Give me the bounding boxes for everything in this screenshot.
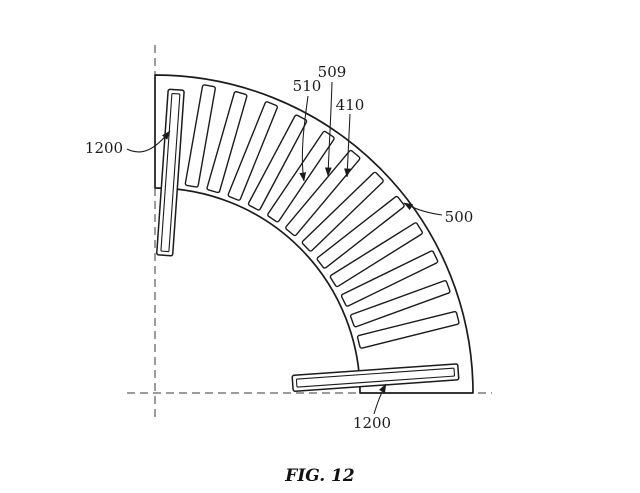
slot — [301, 171, 384, 252]
ref-label-509: 509 — [318, 63, 347, 81]
leader-410 — [344, 113, 351, 178]
ref-label-1200-top: 1200 — [85, 139, 123, 157]
ref-label-1200-bottom: 1200 — [353, 414, 391, 432]
ref-label-510: 510 — [293, 77, 322, 95]
end-bar-inner-rect — [160, 92, 181, 253]
end-bar-inner-rect — [295, 367, 456, 388]
slot — [329, 222, 423, 288]
end-bar-1200-top — [156, 88, 185, 257]
slot — [247, 114, 308, 211]
ref-label-500: 500 — [445, 208, 474, 226]
slot — [184, 84, 216, 188]
leader-lines — [126, 81, 443, 415]
slot — [316, 195, 405, 269]
end-bar-1200-bottom — [291, 363, 460, 392]
ref-label-410: 410 — [336, 96, 365, 114]
slot — [349, 280, 451, 328]
slot — [340, 250, 439, 307]
slot — [285, 149, 361, 237]
leader-500 — [403, 202, 443, 216]
leader-1200-bottom — [373, 383, 387, 415]
leader-1200-top — [126, 130, 171, 153]
figure-caption: FIG. 12 — [284, 466, 355, 486]
leader-510 — [299, 95, 309, 182]
slot — [206, 91, 248, 194]
slot — [227, 101, 279, 201]
slot — [356, 310, 460, 349]
leader-509 — [324, 81, 333, 177]
